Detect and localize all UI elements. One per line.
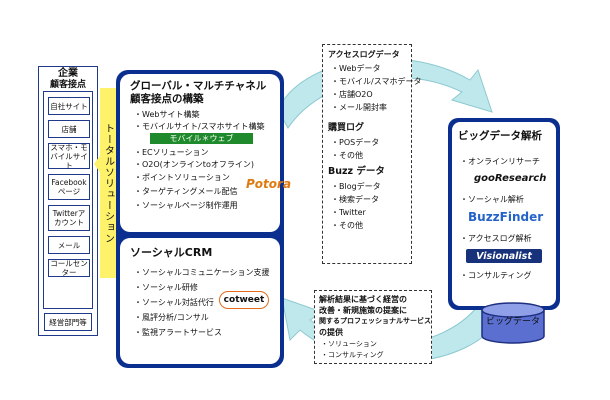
insight-item-0: ・ソリューション xyxy=(321,340,377,348)
channel-own-site: 自社サイト xyxy=(48,97,90,115)
social-crm-box: ソーシャルCRM ・ソーシャルコミュニケーション支援 ・ソーシャル研修 ・ソーシ… xyxy=(120,238,280,364)
crm-item-0: ・ソーシャルコミュニケーション支援 xyxy=(134,268,270,277)
data-sources-box: アクセスログデータ ・Webデータ ・モバイル/スマホデータ ・店舗O2O ・メ… xyxy=(322,44,421,264)
omni-item-6: ・ソーシャルページ制作運用 xyxy=(134,201,238,210)
buzz-item-2: ・Twitter xyxy=(331,208,366,217)
channel-facebook: Facebookページ xyxy=(48,174,90,200)
bigdata-item-2: ・アクセスログ解析 xyxy=(460,234,532,243)
access-item-0: ・Webデータ xyxy=(331,64,381,73)
crm-item-4: ・監視アラートサービス xyxy=(134,328,222,337)
access-item-3: ・メール開封率 xyxy=(331,103,387,112)
touchpoints-title: 顧客接点 xyxy=(49,80,86,90)
total-solution-label: トータルソリューション xyxy=(102,122,114,244)
insight-line-3: の提供 xyxy=(319,328,343,337)
potora-logo: Potora xyxy=(246,177,292,191)
storage-label: ビッグデータ xyxy=(485,317,540,327)
bigdata-item-0: ・オンラインリサーチ xyxy=(460,157,540,166)
crm-item-3: ・風評分析/コンサル xyxy=(134,313,209,322)
cotweet-logo: cotweet xyxy=(219,291,269,309)
total-solution-band xyxy=(100,88,116,278)
access-item-1: ・モバイル/スマホデータ xyxy=(331,77,422,86)
channel-mail: メール xyxy=(48,236,90,254)
buzz-data-title: Buzz データ xyxy=(328,166,385,177)
buzz-item-0: ・Blogデータ xyxy=(331,182,381,191)
insight-item-1: ・コンサルティング xyxy=(321,351,384,359)
omni-item-0: ・Webサイト構築 xyxy=(134,110,200,119)
social-crm-title: ソーシャルCRM xyxy=(130,246,213,259)
buzz-item-3: ・その他 xyxy=(331,221,363,230)
access-log-title: アクセスログデータ xyxy=(328,50,400,59)
total-solution-arrow xyxy=(94,150,104,178)
omnichannel-box: グローバル・マルチチャネル 顧客接点の構築 ・Webサイト構築 ・モバイルサイト… xyxy=(120,74,280,232)
omni-item-3: ・O2O(オンラインtoオフライン) xyxy=(134,160,254,169)
insight-line-1: 改善・新規施策の提案に xyxy=(319,306,407,315)
goo-research-logo: gooResearch xyxy=(474,173,547,184)
bigdata-inner: ビッグデータ解析 ・オンラインリサーチ ・ソーシャル解析 ・アクセスログ解析 ・… xyxy=(452,122,556,306)
crm-item-1: ・ソーシャル研修 xyxy=(134,283,198,292)
insight-box: 解析結果に基づく経営の 改善・新規施策の提案に 関するプロフェッショナルサービス… xyxy=(314,290,432,364)
omni-item-1: ・モバイルサイト/スマホサイト構築 xyxy=(134,122,265,131)
channel-store: 店舗 xyxy=(48,120,90,138)
access-item-2: ・店舗O2O xyxy=(331,90,373,99)
bigdata-item-1: ・ソーシャル解析 xyxy=(460,195,524,204)
purchase-item-0: ・POSデータ xyxy=(331,138,380,147)
visionalist-logo: Visionalist xyxy=(466,249,542,263)
purchase-log-title: 購買ログ xyxy=(328,123,365,133)
mobile-web-logo: モバイル＊ウェブ xyxy=(150,133,253,144)
channel-mobile-site: スマホ・モバイルサイト xyxy=(48,143,90,170)
insight-line-0: 解析結果に基づく経営の xyxy=(319,295,407,304)
management-box: 経営部門等 xyxy=(44,313,92,331)
company-title: 企業 xyxy=(58,68,78,79)
bigdata-storage-icon xyxy=(481,302,545,344)
omnichannel-title-1: グローバル・マルチチャネル xyxy=(130,80,267,92)
buzz-item-1: ・検索データ xyxy=(331,195,379,204)
omni-item-2: ・ECソリューション xyxy=(134,148,209,157)
bigdata-item-3: ・コンサルティング xyxy=(460,271,532,280)
purchase-item-1: ・その他 xyxy=(331,151,363,160)
channel-twitter: Twitterアカウント xyxy=(48,205,90,231)
omni-item-4: ・ポイントソリューション xyxy=(134,173,230,182)
company-panel: 企業 顧客接点 自社サイト 店舗 スマホ・モバイルサイト Facebookページ… xyxy=(38,66,98,336)
crm-item-2: ・ソーシャル対話代行 xyxy=(134,298,214,307)
touchpoints-box: 自社サイト 店舗 スマホ・モバイルサイト Facebookページ Twitter… xyxy=(43,91,93,309)
bigdata-title: ビッグデータ解析 xyxy=(458,130,542,142)
channel-call-center: コールセンター xyxy=(48,259,90,277)
buzzfinder-logo: BuzzFinder xyxy=(468,210,544,224)
insight-line-2: 関するプロフェッショナルサービス xyxy=(319,317,431,325)
omni-item-5: ・ターゲティングメール配信 xyxy=(134,187,238,196)
omnichannel-title-2: 顧客接点の構築 xyxy=(130,93,204,105)
